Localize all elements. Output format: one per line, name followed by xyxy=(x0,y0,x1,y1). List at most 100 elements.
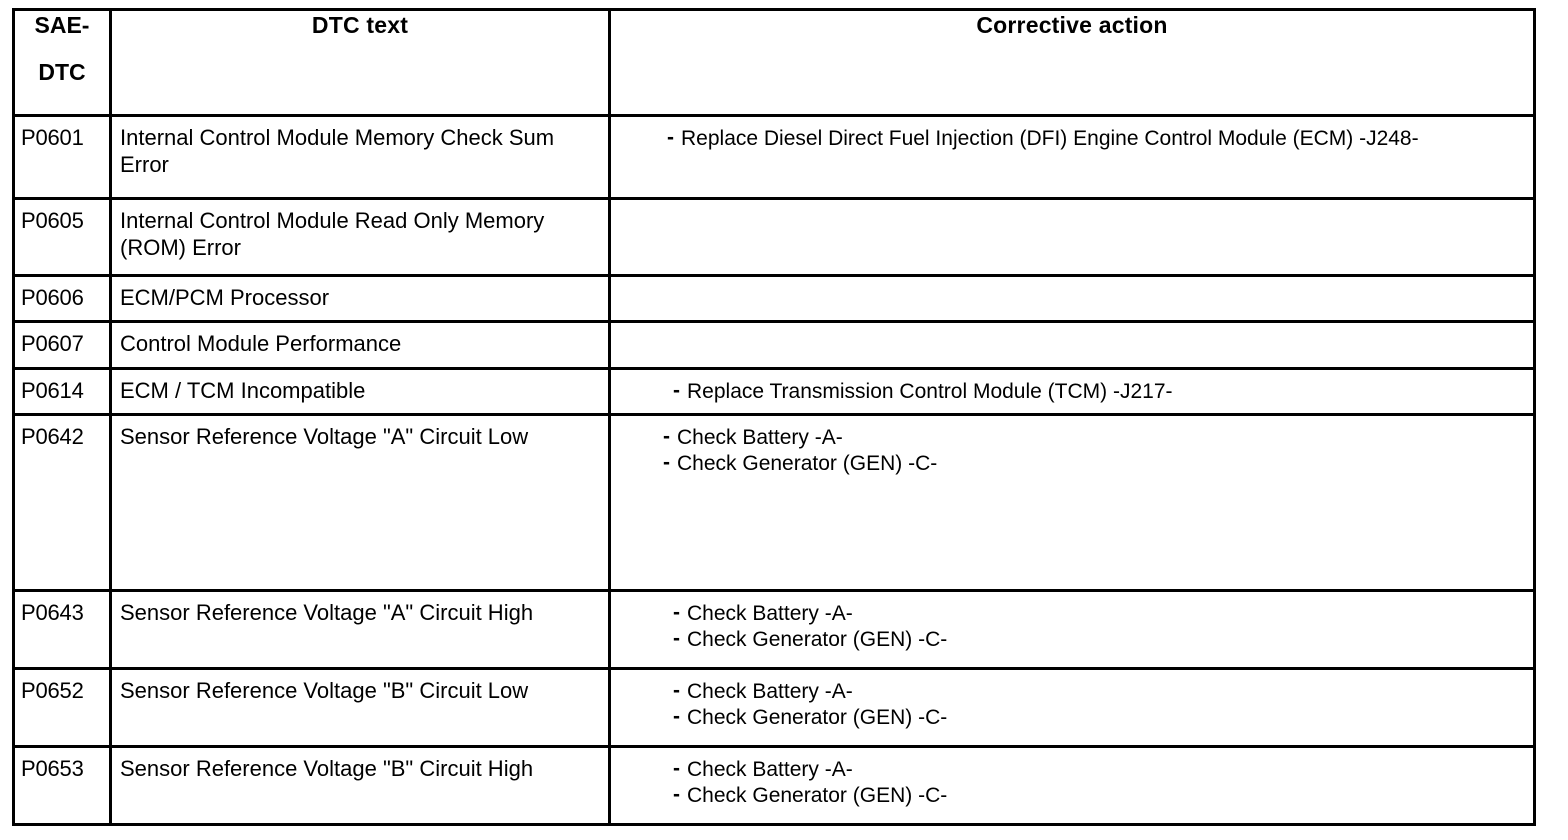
sae-dtc-header-gap xyxy=(15,40,109,58)
sae-dtc-header-line2: DTC xyxy=(38,59,86,85)
column-header-corrective-action: Corrective action xyxy=(608,8,1536,117)
corrective-action-item: -Check Generator (GEN) -C- xyxy=(673,705,1525,731)
cell-corrective-action xyxy=(608,319,1536,370)
dtc-text-value: Sensor Reference Voltage "A" Circuit Hig… xyxy=(120,600,534,626)
corrective-action-item: -Check Battery -A- xyxy=(673,679,1525,705)
table-row: P0643 Sensor Reference Voltage "A" Circui… xyxy=(12,589,1536,671)
cell-corrective-action xyxy=(608,274,1536,323)
corrective-action-item: -Replace Diesel Direct Fuel Injection (D… xyxy=(667,126,1525,152)
sae-dtc-header-line1: SAE- xyxy=(34,12,90,38)
cell-dtc-text: Sensor Reference Voltage "A" Circuit Low xyxy=(109,413,611,593)
table-row: P0601 Internal Control Module Memory Chec… xyxy=(12,113,1536,201)
dtc-code-value: P0643 xyxy=(21,600,84,626)
dtc-code-value: P0605 xyxy=(21,208,84,234)
dtc-text-value: Sensor Reference Voltage "A" Circuit Low xyxy=(120,424,529,450)
corrective-action-text: Check Battery -A- xyxy=(687,602,853,626)
table-row: P0605 Internal Control Module Read Only M… xyxy=(12,197,1536,278)
table-row: P0642 Sensor Reference Voltage "A" Circui… xyxy=(12,413,1536,593)
dash-bullet-icon: - xyxy=(673,679,680,703)
table-body: P0601 Internal Control Module Memory Chec… xyxy=(12,113,1536,826)
dash-bullet-icon: - xyxy=(673,783,680,806)
dtc-text-value: Sensor Reference Voltage "B" Circuit Hig… xyxy=(120,756,534,781)
cell-dtc-text: Sensor Reference Voltage "B" Circuit Hig… xyxy=(109,745,611,826)
cell-corrective-action: -Check Battery -A--Check Generator (GEN)… xyxy=(608,413,1536,593)
cell-corrective-action: -Check Battery -A--Check Generator (GEN)… xyxy=(608,745,1536,826)
dtc-code-value: P0652 xyxy=(21,678,84,704)
corrective-action-text: Check Battery -A- xyxy=(687,758,853,781)
dtc-code-value: P0601 xyxy=(21,125,84,150)
cell-dtc-text: Internal Control Module Memory Check Sum… xyxy=(109,113,611,201)
corrective-action-text: Check Generator (GEN) -C- xyxy=(687,784,948,807)
column-header-dtc-text: DTC text xyxy=(109,8,611,117)
dash-bullet-icon: - xyxy=(673,705,680,729)
cell-corrective-action: -Replace Transmission Control Module (TC… xyxy=(608,366,1536,417)
corrective-action-text: Check Battery -A- xyxy=(687,680,853,704)
dtc-code-value: P0607 xyxy=(21,330,84,356)
corrective-action-text: Replace Diesel Direct Fuel Injection (DF… xyxy=(681,127,1419,150)
corrective-action-text: Check Generator (GEN) -C- xyxy=(687,706,948,730)
dash-bullet-icon: - xyxy=(673,601,680,625)
cell-sae-dtc-code: P0643 xyxy=(12,589,112,671)
cell-dtc-text: Sensor Reference Voltage "A" Circuit Hig… xyxy=(109,589,611,671)
dtc-text-value: Internal Control Module Memory Check Sum… xyxy=(120,125,555,177)
corrective-action-item: -Check Generator (GEN) -C- xyxy=(673,783,1525,809)
corrective-action-text: Check Generator (GEN) -C- xyxy=(677,452,938,476)
cell-sae-dtc-code: P0606 xyxy=(12,274,112,323)
dash-bullet-icon: - xyxy=(673,627,680,651)
cell-corrective-action xyxy=(608,197,1536,278)
table-row: P0614 ECM / TCM Incompatible -Replace Tran… xyxy=(12,366,1536,417)
cell-dtc-text: ECM / TCM Incompatible xyxy=(109,366,611,417)
corrective-action-list: -Check Battery -A--Check Generator (GEN)… xyxy=(611,416,1533,483)
cell-sae-dtc-code: P0601 xyxy=(12,113,112,201)
corrective-action-text: Replace Transmission Control Module (TCM… xyxy=(687,379,1173,403)
cell-sae-dtc-code: P0605 xyxy=(12,197,112,278)
corrective-action-list: -Replace Diesel Direct Fuel Injection (D… xyxy=(611,117,1533,158)
header-row: SAE- DTC DTC text Corrective action xyxy=(12,8,1536,117)
corrective-action-list: -Check Battery -A--Check Generator (GEN)… xyxy=(611,592,1533,659)
table-row: P0607 Control Module Performance xyxy=(12,319,1536,370)
dash-bullet-icon: - xyxy=(673,757,680,780)
dash-bullet-icon: - xyxy=(663,451,670,475)
dtc-text-header-label: DTC text xyxy=(311,12,409,38)
dtc-text-value: ECM / TCM Incompatible xyxy=(120,377,366,403)
corrective-action-header-label: Corrective action xyxy=(976,12,1168,38)
cell-sae-dtc-code: P0607 xyxy=(12,319,112,370)
cell-sae-dtc-code: P0652 xyxy=(12,667,112,748)
sae-dtc-header-stack: SAE- DTC xyxy=(15,11,109,87)
dash-bullet-icon: - xyxy=(667,126,674,149)
cell-sae-dtc-code: P0614 xyxy=(12,366,112,417)
cell-dtc-text: Control Module Performance xyxy=(109,319,611,370)
column-header-sae-dtc: SAE- DTC xyxy=(12,8,112,117)
corrective-action-item: -Check Generator (GEN) -C- xyxy=(673,627,1525,653)
table-row: P0606 ECM/PCM Processor xyxy=(12,274,1536,323)
dash-bullet-icon: - xyxy=(673,378,680,402)
corrective-action-item: -Check Generator (GEN) -C- xyxy=(663,451,1525,477)
corrective-action-item: -Check Battery -A- xyxy=(673,601,1525,627)
cell-dtc-text: Internal Control Module Read Only Memory… xyxy=(109,197,611,278)
cell-dtc-text: Sensor Reference Voltage "B" Circuit Low xyxy=(109,667,611,748)
table-row: P0652 Sensor Reference Voltage "B" Circui… xyxy=(12,667,1536,748)
corrective-action-list: -Check Battery -A--Check Generator (GEN)… xyxy=(611,748,1533,815)
corrective-action-text: Check Generator (GEN) -C- xyxy=(687,628,948,652)
dtc-text-value: Control Module Performance xyxy=(120,330,402,356)
cell-dtc-text: ECM/PCM Processor xyxy=(109,274,611,323)
dash-bullet-icon: - xyxy=(663,425,670,449)
corrective-action-item: -Check Battery -A- xyxy=(663,425,1525,451)
cell-corrective-action: -Check Battery -A--Check Generator (GEN)… xyxy=(608,589,1536,671)
corrective-action-list: -Replace Transmission Control Module (TC… xyxy=(611,370,1533,411)
corrective-action-item: -Check Battery -A- xyxy=(673,757,1525,783)
dtc-text-value: Internal Control Module Read Only Memory… xyxy=(120,208,545,261)
dtc-code-value: P0606 xyxy=(21,285,84,311)
dtc-corrective-action-table: SAE- DTC DTC text Corrective action P060… xyxy=(12,8,1536,826)
corrective-action-text: Check Battery -A- xyxy=(677,426,843,450)
corrective-action-item: -Replace Transmission Control Module (TC… xyxy=(673,379,1525,405)
dtc-text-value: Sensor Reference Voltage "B" Circuit Low xyxy=(120,678,529,704)
dtc-text-value: ECM/PCM Processor xyxy=(120,285,330,311)
cell-sae-dtc-code: P0642 xyxy=(12,413,112,593)
corrective-action-list: -Check Battery -A--Check Generator (GEN)… xyxy=(611,670,1533,737)
dtc-code-value: P0614 xyxy=(21,377,84,403)
cell-corrective-action: -Check Battery -A--Check Generator (GEN)… xyxy=(608,667,1536,748)
dtc-code-value: P0642 xyxy=(21,424,84,450)
cell-corrective-action: -Replace Diesel Direct Fuel Injection (D… xyxy=(608,113,1536,201)
